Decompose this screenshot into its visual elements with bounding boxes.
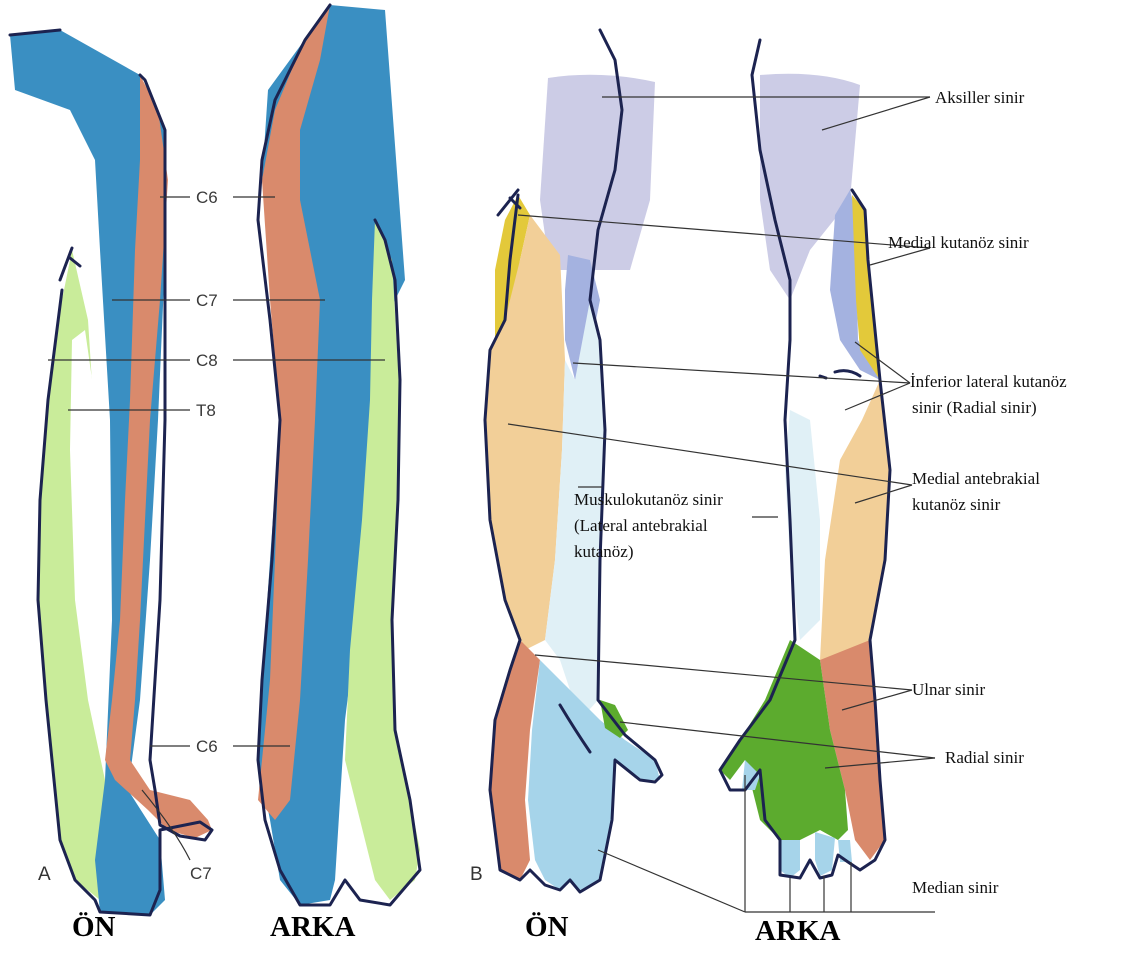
label-c8: C8 bbox=[196, 351, 218, 370]
label-radial-sinir: Radial sinir bbox=[945, 748, 1024, 767]
label-c7-top: C7 bbox=[196, 291, 218, 310]
label-c6-top: C6 bbox=[196, 188, 218, 207]
panel-a-letter: A bbox=[38, 864, 51, 885]
label-medial-antebrakial-2: kutanöz sinir bbox=[912, 495, 1001, 514]
label-t8: T8 bbox=[196, 401, 216, 420]
panel-b-front-caption: ÖN bbox=[525, 911, 569, 943]
label-median-sinir: Median sinir bbox=[912, 878, 999, 897]
label-muskulokutanoz-3: kutanöz) bbox=[574, 542, 633, 561]
panel-b-back-caption: ARKA bbox=[755, 915, 840, 947]
panel-a-back-caption: ARKA bbox=[270, 911, 355, 943]
label-aksiller-sinir: Aksiller sinir bbox=[935, 88, 1025, 107]
label-medial-kutanoz-sinir: Medial kutanöz sinir bbox=[888, 233, 1029, 252]
label-muskulokutanoz-2: (Lateral antebrakial bbox=[574, 516, 708, 535]
label-medial-antebrakial-1: Medial antebrakial bbox=[912, 469, 1040, 488]
label-inferior-lateral-2: sinir (Radial sinir) bbox=[912, 398, 1037, 417]
label-c7-bottom: C7 bbox=[190, 864, 212, 883]
label-inferior-lateral-1: İnferior lateral kutanöz bbox=[910, 372, 1067, 391]
medial-antebrachial-region-back bbox=[820, 380, 890, 660]
panel-a-front-caption: ÖN bbox=[72, 911, 116, 943]
panel-a-back-arm bbox=[258, 5, 420, 905]
label-c6-bottom: C6 bbox=[196, 737, 218, 756]
panel-b-back-arm bbox=[720, 40, 890, 878]
panel-b-letter: B bbox=[470, 864, 483, 885]
label-ulnar-sinir: Ulnar sinir bbox=[912, 680, 986, 699]
label-muskulokutanoz-1: Muskulokutanöz sinir bbox=[574, 490, 723, 509]
panel-b-front-arm bbox=[485, 30, 662, 892]
